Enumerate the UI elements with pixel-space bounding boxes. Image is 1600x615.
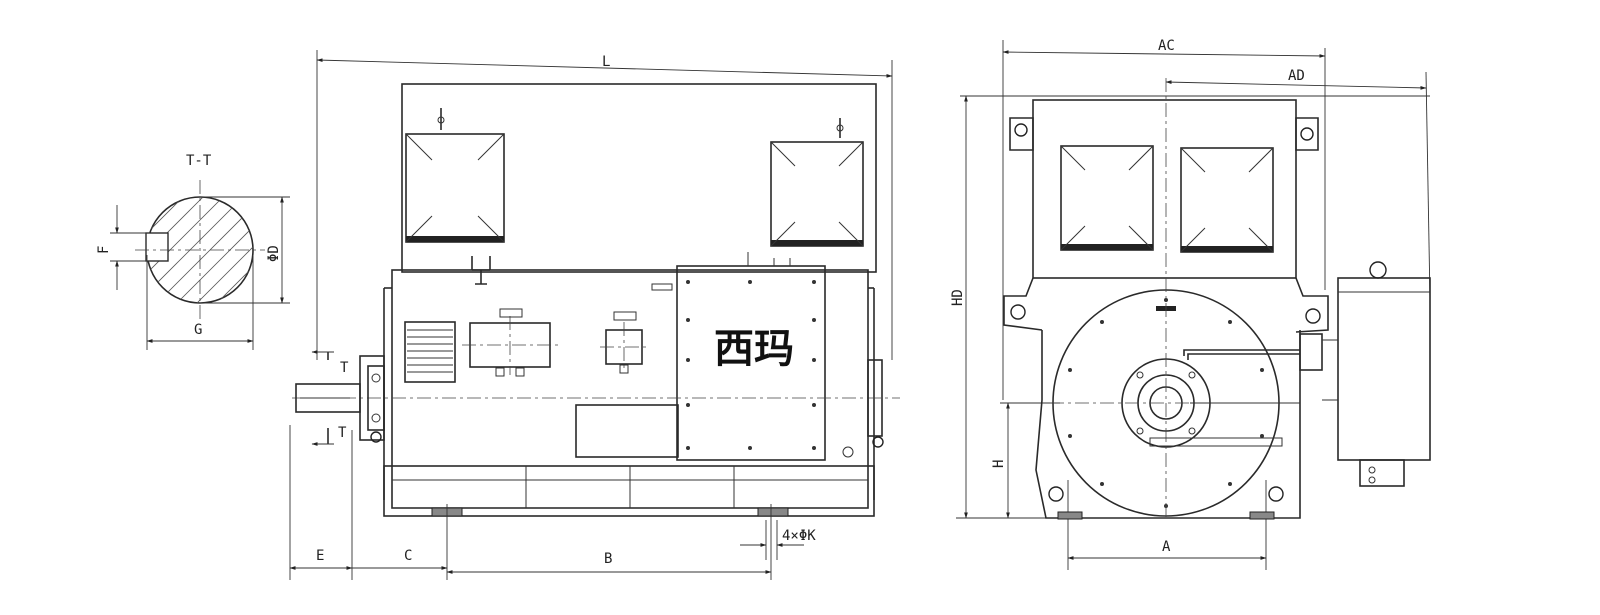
aux-box <box>600 311 648 374</box>
dim-AD: AD <box>1288 68 1305 84</box>
lower-panel <box>575 404 679 458</box>
dim-T-bottom: T <box>338 425 347 441</box>
dim-T-top: T <box>340 360 349 376</box>
dim-K: 4×ΦK <box>782 528 816 544</box>
cooler-left <box>405 108 505 243</box>
dim-AC: AC <box>1158 38 1175 54</box>
end-cooler-left <box>1060 145 1154 251</box>
section-label: T-T <box>186 153 212 169</box>
brand-logo-text: 西玛 <box>714 325 794 372</box>
side-view: L <box>289 50 900 580</box>
section-t-t: T-T F ΦD G <box>96 153 290 350</box>
end-top-housing <box>1032 99 1297 279</box>
dim-B: B <box>604 551 612 567</box>
end-view: AC AD HD H A <box>950 38 1431 570</box>
cooler-right <box>770 118 864 247</box>
dim-HD: HD <box>950 289 966 306</box>
terminal-box-left <box>462 308 558 377</box>
dim-D: ΦD <box>266 245 282 262</box>
top-housing <box>401 83 877 273</box>
vent-grille <box>404 321 456 383</box>
dim-C: C <box>404 548 412 564</box>
base-frame <box>383 465 875 517</box>
dim-L: L <box>602 54 610 70</box>
end-terminal-box <box>1299 261 1431 487</box>
end-frame <box>1035 330 1301 519</box>
end-cooler-right <box>1180 147 1274 253</box>
dim-A: A <box>1162 539 1171 555</box>
dim-G: G <box>194 322 202 338</box>
dim-H: H <box>991 460 1007 468</box>
dim-F: F <box>96 246 112 254</box>
main-panel: 西玛 <box>676 252 826 461</box>
dim-E: E <box>316 548 324 564</box>
